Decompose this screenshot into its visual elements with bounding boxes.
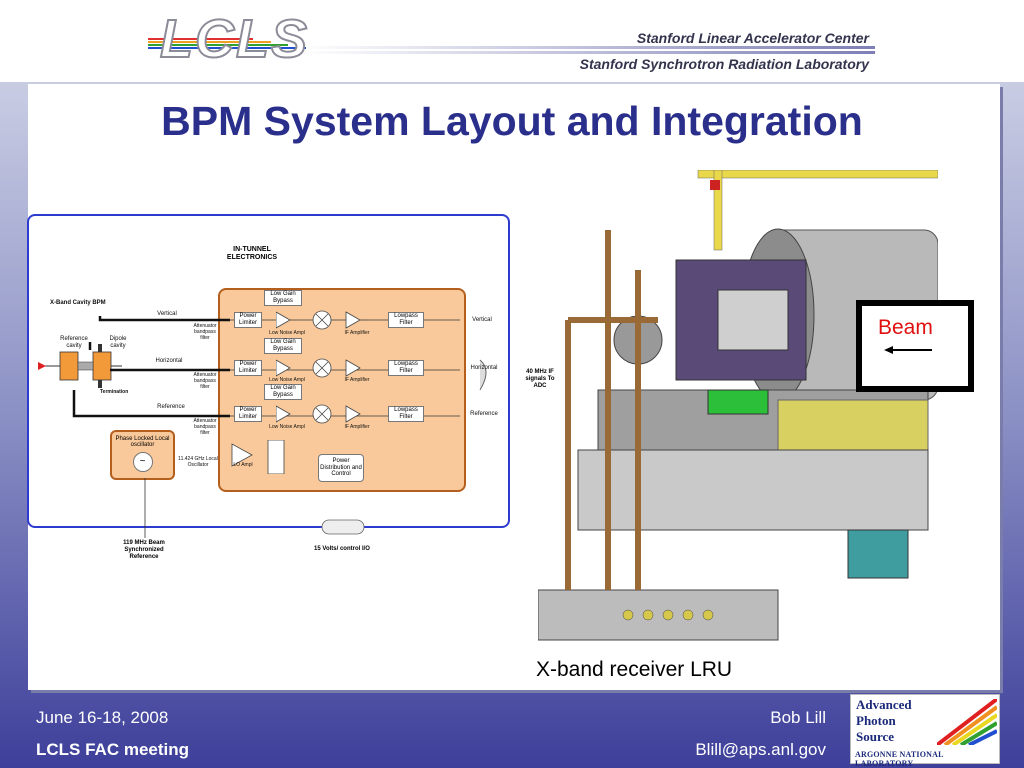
lo-frequency-label: 11.424 GHz Local Oscillator — [178, 456, 218, 468]
aps-line2: Photon — [856, 713, 896, 728]
low-gain-bypass-v: Low Gain Bypass — [264, 290, 302, 306]
cavity-bpm-icon — [38, 344, 122, 388]
lowpass-filter-h: Lowpass Filter — [388, 360, 424, 376]
lab-name-slac: Stanford Linear Accelerator Center — [636, 30, 869, 46]
power-limiter-r: Power Limiter — [234, 406, 262, 422]
out-vertical-label: Vertical — [472, 317, 492, 323]
phase-locked-oscillator-box: Phase Locked Local oscillator ~ — [110, 430, 175, 480]
lowpass-filter-v: Lowpass Filter — [388, 312, 424, 328]
beam-arrow-icon — [884, 346, 932, 354]
ref-119mhz-label: 119 MHz Beam Synchronized Reference — [123, 540, 165, 560]
reference-cavity-label: Reference cavity — [60, 336, 88, 349]
slide-title: BPM System Layout and Integration — [161, 98, 863, 144]
in-tunnel-label: IN-TUNNEL ELECTRONICS — [226, 246, 278, 262]
plo-label: Phase Locked Local oscillator — [115, 436, 170, 448]
low-gain-bypass-h: Low Gain Bypass — [264, 338, 302, 354]
attenuator-label-h: Attenuator bandpass filter — [193, 372, 217, 390]
ref-input-line — [144, 478, 146, 538]
aps-line4: ARGONNE NATIONAL LABORATORY — [855, 750, 944, 768]
attenuator-label-v: Attenuator bandpass filter — [193, 323, 217, 341]
header-rule-bottom — [300, 51, 875, 54]
out-reference-label: Reference — [470, 411, 498, 417]
if-amp-label-v: IF Amplifier — [344, 330, 370, 336]
low-gain-bypass-r: Low Gain Bypass — [264, 384, 302, 400]
aps-line3: Source — [856, 729, 895, 744]
logo-color-stripes — [148, 38, 323, 49]
power-connector-icon — [321, 519, 365, 535]
aps-rainbow-icon — [937, 699, 997, 745]
lowpass-filter-r: Lowpass Filter — [388, 406, 424, 422]
attenuator-label-r: Attenuator bandpass filter — [193, 418, 217, 436]
if-amp-label-h: IF Amplifier — [344, 377, 370, 383]
amplifier-mixer-icons — [276, 310, 361, 424]
aps-line1: Advanced — [856, 697, 912, 712]
power-limiter-v: Power Limiter — [234, 312, 262, 328]
lab-name-ssrl: Stanford Synchrotron Radiation Laborator… — [579, 56, 869, 72]
footer-date: June 16-18, 2008 — [36, 708, 169, 727]
lna-label-v: Low Noise Ampl — [269, 330, 305, 336]
xband-bpm-label: X-Band Cavity BPM — [50, 300, 106, 306]
footer-email: Blill@aps.anl.gov — [695, 740, 826, 759]
oscillator-icon: ~ — [132, 452, 153, 472]
lo-amp-label: LO Ampl — [233, 462, 253, 468]
slide-header: LCLS Stanford Linear Accelerator Center … — [0, 0, 1024, 82]
dipole-cavity-label: Dipole cavity — [109, 336, 127, 349]
aps-logo: Advanced Photon Source ARGONNE NATIONAL … — [850, 694, 1000, 768]
beam-direction-box — [856, 300, 974, 392]
ch-horizontal-label: Horizontal — [155, 358, 183, 364]
ch-vertical-label: Vertical — [157, 311, 177, 317]
footer-meeting: LCLS FAC meeting — [36, 740, 190, 759]
lna-label-h: Low Noise Ampl — [269, 377, 305, 383]
termination-label: Termination — [100, 389, 129, 395]
power-15v-label: 15 Volts/ control I/O — [314, 546, 370, 552]
ch-reference-label: Reference — [157, 404, 185, 410]
header-rule-top — [300, 46, 875, 49]
out-horizontal-label: Horizontal — [470, 365, 498, 371]
xband-receiver-photo — [538, 170, 938, 641]
if-amp-label-r: IF Amplifier — [344, 424, 370, 430]
lna-label-r: Low Noise Ampl — [269, 424, 305, 430]
beam-label: Beam — [878, 316, 933, 339]
photo-caption: X-band receiver LRU — [536, 658, 733, 681]
footer-author: Bob Lill — [770, 708, 826, 727]
power-limiter-h: Power Limiter — [234, 360, 262, 376]
power-distribution-box: Power Distribution and Control — [318, 454, 364, 482]
lcls-logo: LCLS — [159, 8, 309, 70]
if-out-label: 40 MHz IF signals To ADC — [525, 369, 555, 389]
lo-amp-icon — [231, 440, 285, 474]
